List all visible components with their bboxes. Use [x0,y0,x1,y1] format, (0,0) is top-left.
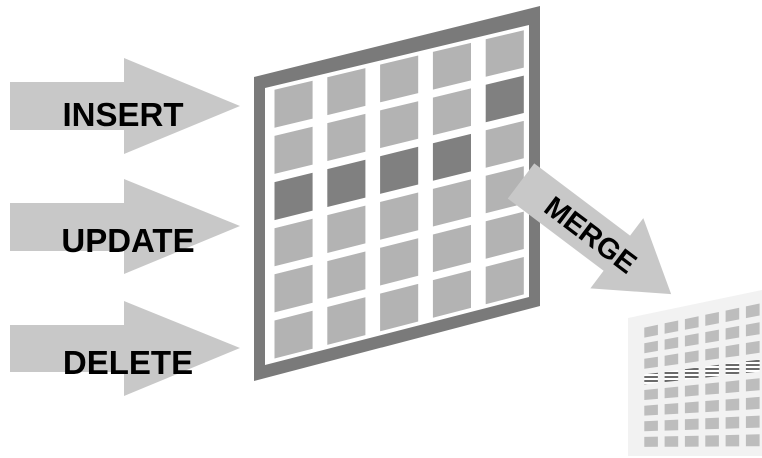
merge-target-cell [746,378,760,391]
merge-target-cell [746,360,760,373]
merge-target-cell [665,370,679,382]
merge-target-cell [726,344,740,358]
delete-label: DELETE [63,344,193,381]
merge-target-cell [665,354,679,367]
merge-target-cell [644,357,658,369]
merge-target-cell [726,380,740,393]
merge-target-cell [726,435,740,447]
merge-target-table [628,290,762,456]
merge-target-cell [705,418,719,430]
merge-target-cell [644,421,658,432]
merge-target-cell [644,437,658,447]
update-label: UPDATE [61,222,194,259]
merge-target-cell [726,362,740,375]
merge-target-cell [685,385,699,397]
merge-target-cell [726,417,740,429]
merge-target-cell [685,419,699,430]
delete-arrow: DELETE [10,301,240,396]
merge-target-cell [665,387,679,399]
merge-target-cell [746,341,760,355]
merge-target-cell [685,436,699,447]
merge-target-cell [746,416,760,428]
merge-target-cell [685,402,699,414]
insert-label: INSERT [62,96,183,133]
merge-target-cell [665,420,679,431]
insert-arrow: INSERT [10,58,240,154]
merge-target-cell [665,403,679,414]
merge-target-cell [705,365,719,378]
merge-target-cell [685,350,699,363]
merge-target-cell [705,382,719,394]
update-arrow: UPDATE [10,179,240,274]
merge-target-cell [644,373,658,385]
merge-target-cell [705,435,719,446]
main-table [254,6,540,381]
merge-target-cell [685,367,699,380]
merge-target-cell [644,405,658,416]
merge-target-cell [665,436,679,447]
merge-target-cell [705,347,719,360]
merge-target-cell [644,389,658,400]
merge-target-cell [705,400,719,412]
merge-target-cell [746,397,760,410]
merge-target-cell [746,434,760,446]
merge-target-cell [746,322,760,336]
merge-target-cell [726,399,740,411]
